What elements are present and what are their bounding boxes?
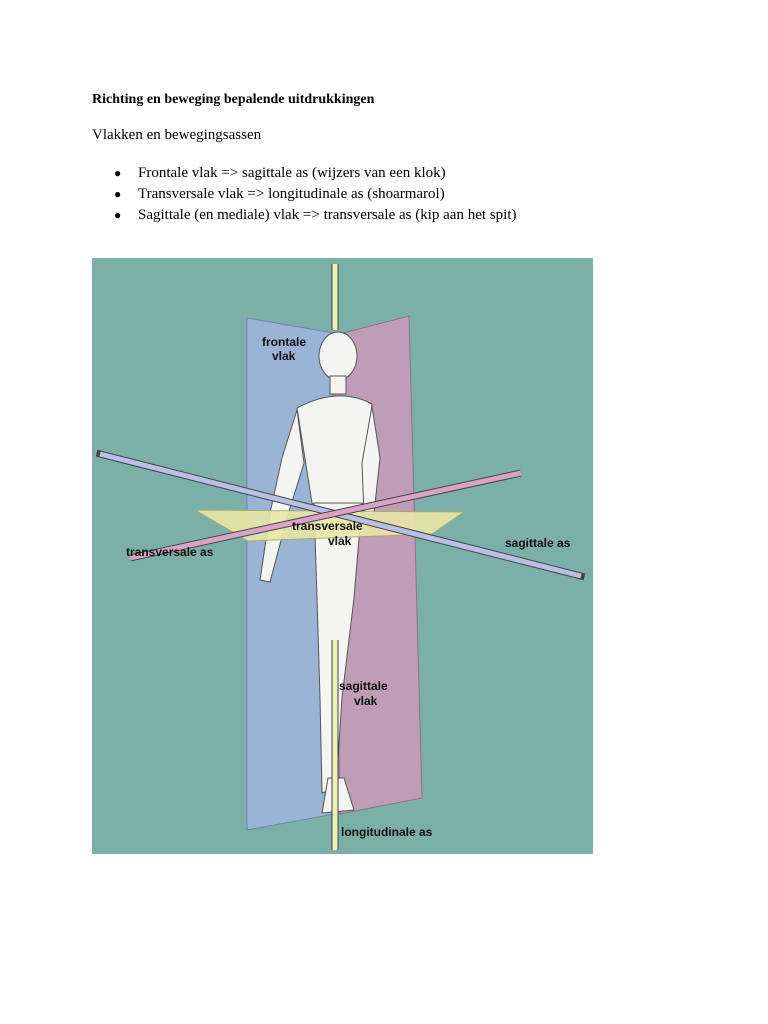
frontal-plane-label-1: frontale bbox=[262, 335, 306, 349]
bullet-list: ● Frontale vlak => sagittale as (wijzers … bbox=[92, 163, 516, 226]
bullet-icon: ● bbox=[114, 166, 122, 180]
transversal-plane-label-2: vlak bbox=[328, 534, 352, 548]
sagittal-plane-label-1: sagittale bbox=[339, 679, 388, 693]
page-heading: Richting en beweging bepalende uitdrukki… bbox=[92, 92, 375, 107]
longitudinal-axis-label: longitudinale as bbox=[341, 825, 433, 839]
list-item-text: Sagittale (en mediale) vlak => transvers… bbox=[138, 207, 517, 223]
sagittal-axis-label: sagittale as bbox=[505, 536, 571, 550]
list-item: ● Frontale vlak => sagittale as (wijzers … bbox=[92, 163, 516, 184]
anatomy-planes-figure: frontale vlak transversale vlak transver… bbox=[92, 258, 593, 854]
list-item: ● Sagittale (en mediale) vlak => transver… bbox=[92, 205, 516, 226]
frontal-plane-label-2: vlak bbox=[272, 349, 296, 363]
list-item-text: Transversale vlak => longitudinale as (s… bbox=[138, 186, 445, 202]
bullet-icon: ● bbox=[114, 208, 122, 222]
transversal-plane bbox=[193, 509, 466, 542]
list-item: ● Transversale vlak => longitudinale as (… bbox=[92, 184, 516, 205]
section-subheading: Vlakken en bewegingsassen bbox=[92, 127, 262, 143]
list-item-text: Frontale vlak => sagittale as (wijzers v… bbox=[138, 165, 446, 181]
transversal-axis-label: transversale as bbox=[126, 545, 214, 559]
bullet-icon: ● bbox=[114, 187, 122, 201]
transversal-axis bbox=[129, 470, 522, 561]
anatomy-planes-illustration: frontale vlak transversale vlak transver… bbox=[92, 258, 593, 854]
transversal-plane-label-1: transversale bbox=[292, 519, 363, 533]
sagittal-plane-label-2: vlak bbox=[354, 694, 378, 708]
